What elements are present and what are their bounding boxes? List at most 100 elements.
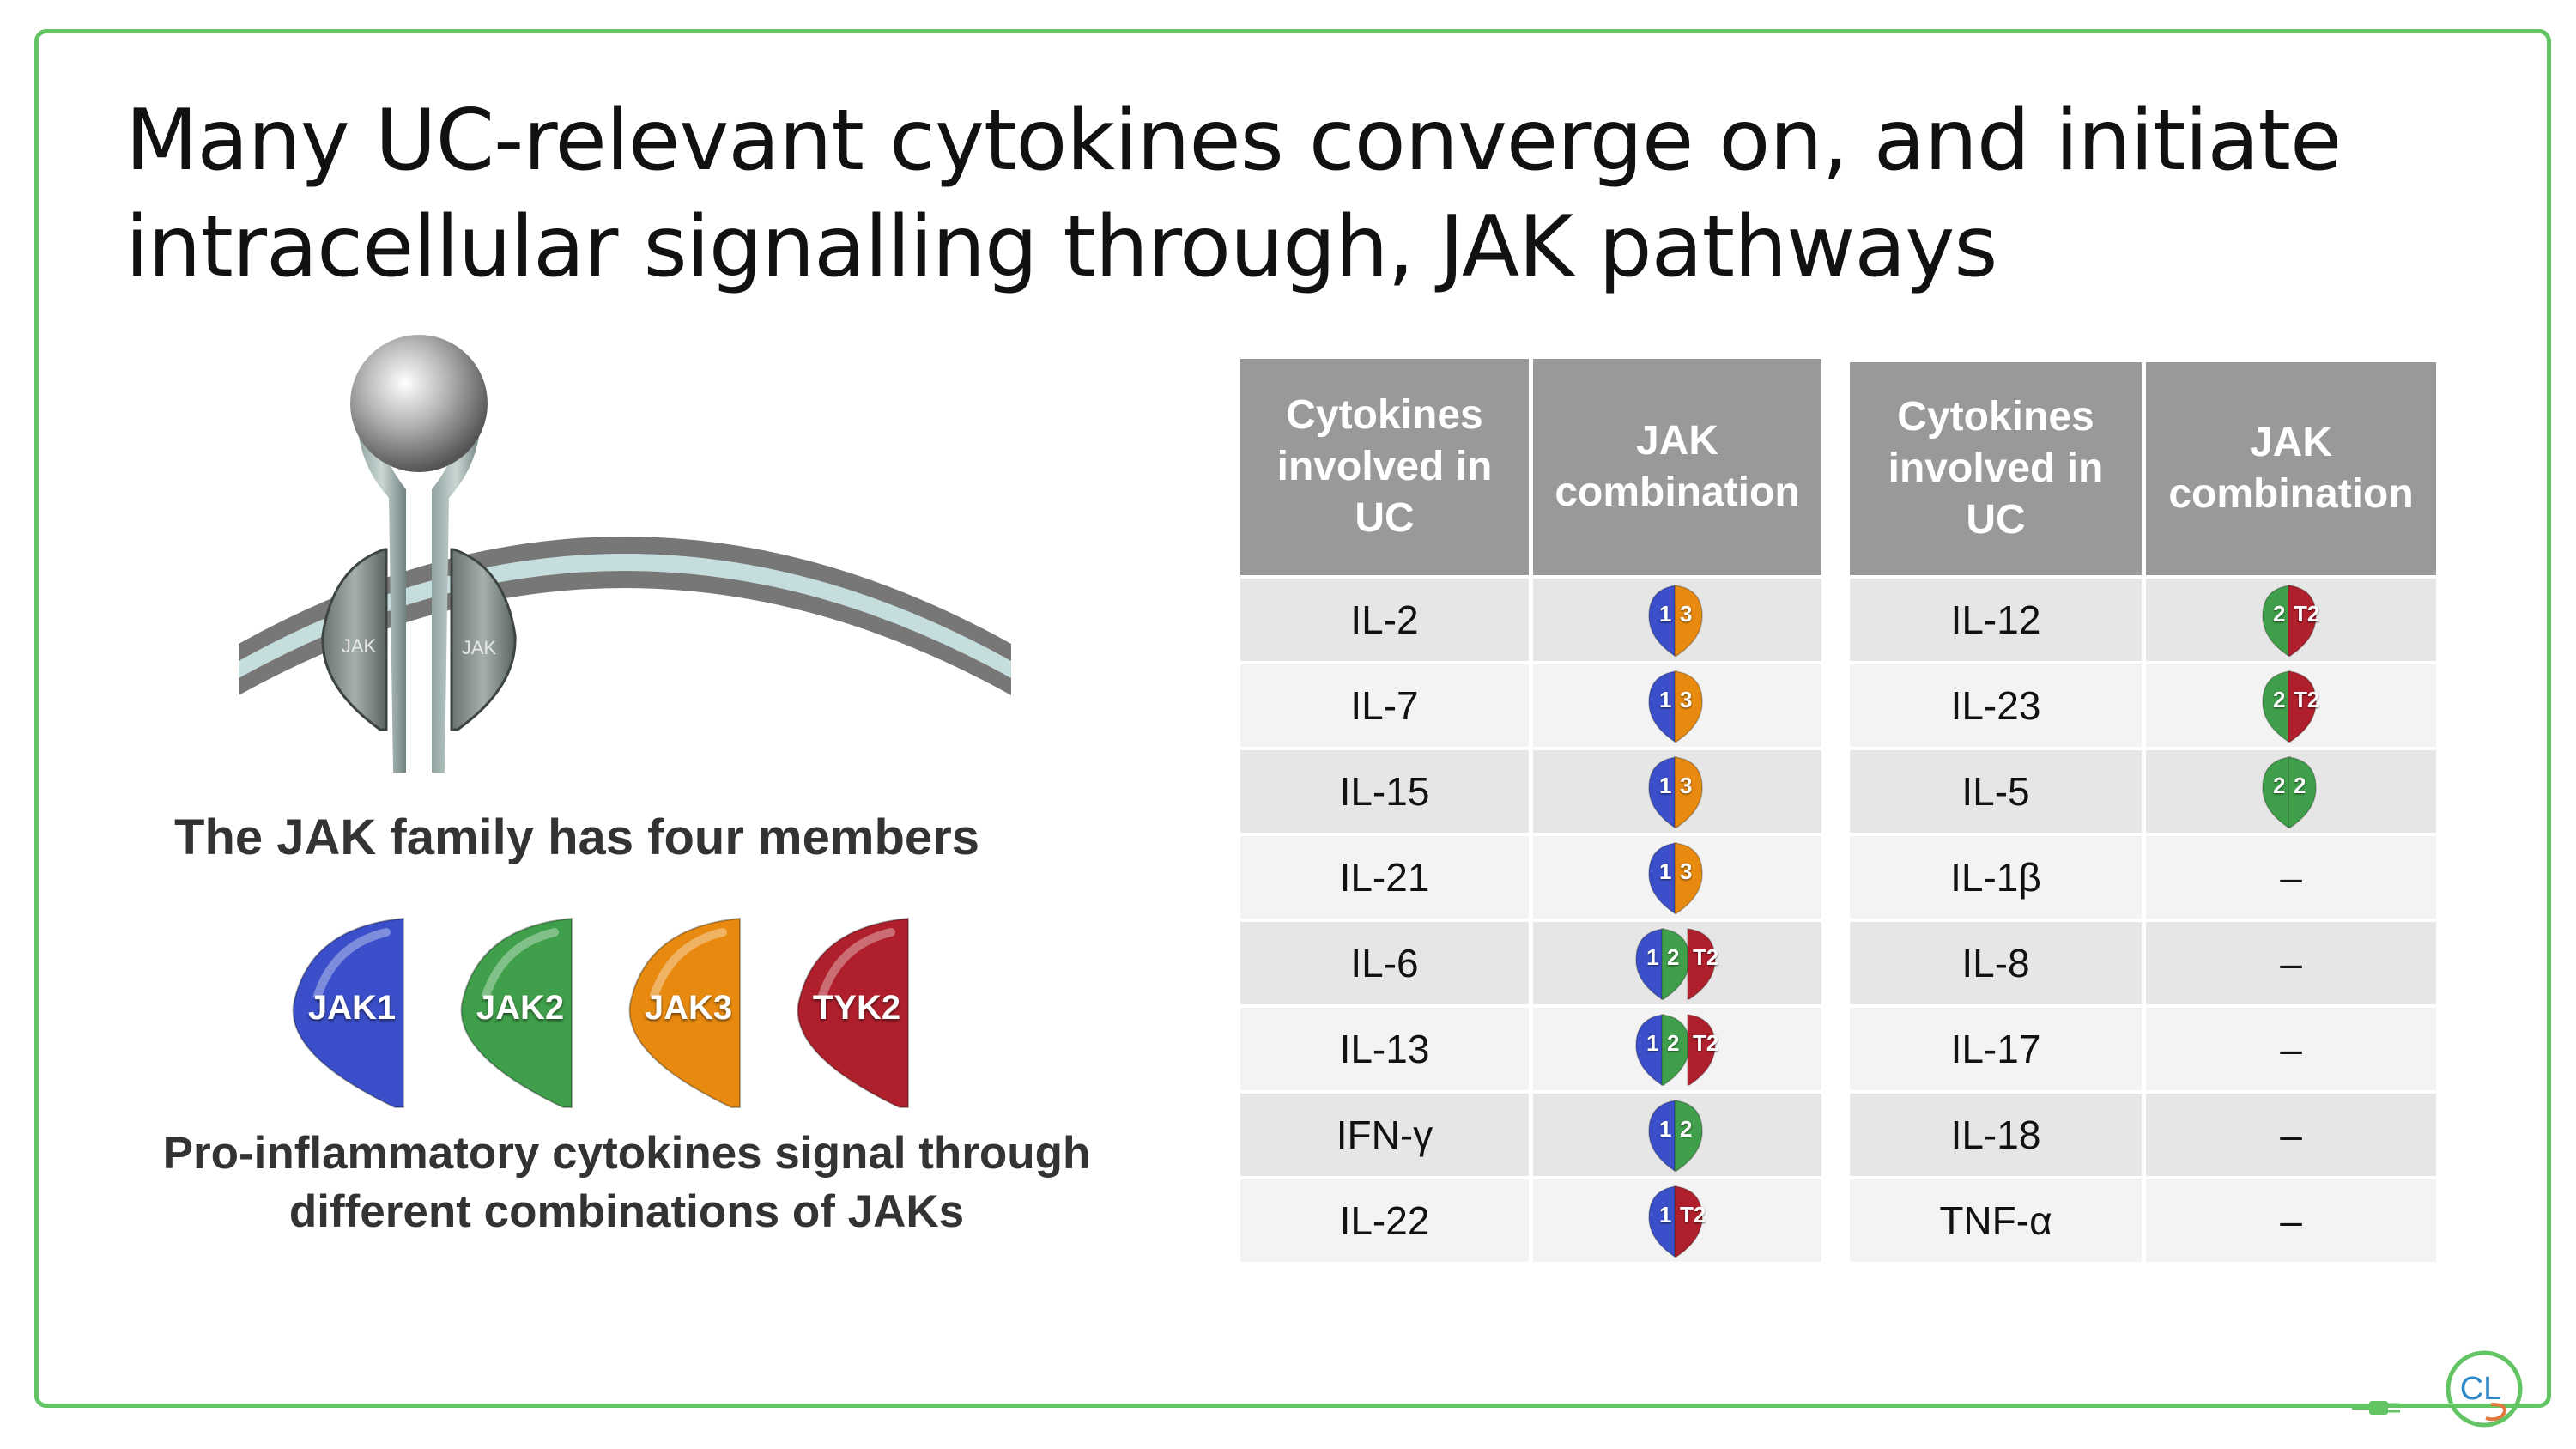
receptor-right-arm — [432, 395, 481, 773]
jak-combination-cell: 1 T2 — [1533, 1179, 1821, 1262]
header-jak-combination: JAK combination — [1533, 359, 1821, 575]
cytokine-cell: IL-6 — [1240, 922, 1529, 1004]
slide-title: Many UC-relevant cytokines converge on, … — [125, 92, 2342, 296]
jak-member-label: JAK3 — [644, 989, 733, 1027]
jak-half-shape — [1648, 1100, 1677, 1172]
jak-number-label: T2 — [1680, 1202, 1706, 1228]
table-row: IL-18– — [1850, 1094, 2436, 1176]
jak-half-shape — [1648, 585, 1677, 657]
table-row: TNF-α– — [1850, 1179, 2436, 1262]
jak-number-label: 1 — [1646, 944, 1659, 970]
jak-member-label: JAK1 — [307, 989, 397, 1027]
jak-member-label: JAK2 — [476, 989, 565, 1027]
jak-half-shape — [2262, 670, 2291, 743]
jak-half-shape — [2262, 756, 2291, 828]
plug-icon — [2352, 1401, 2400, 1415]
header-cytokines: Cytokines involved in UC — [1850, 362, 2142, 575]
jak-shape-icon — [292, 917, 404, 1108]
jak-number-label: 2 — [1680, 1116, 1693, 1142]
jak-combination-cell: – — [2146, 1179, 2436, 1262]
jak-half-shape — [1674, 585, 1703, 657]
jak-right-label: JAK — [462, 637, 497, 658]
header-cytokines: Cytokines involved in UC — [1240, 359, 1529, 575]
cytokine-cell: IL-5 — [1850, 750, 2142, 833]
pro-inflammatory-caption: Pro-inflammatory cytokines signal throug… — [86, 1125, 1167, 1241]
table-row: IL-8– — [1850, 922, 2436, 1004]
jak-combination-cell: – — [2146, 922, 2436, 1004]
jak-number-label: 2 — [2294, 773, 2306, 798]
jak-number-label: 2 — [2273, 687, 2286, 712]
jak-number-label: 3 — [1680, 773, 1693, 798]
jak-combination-cell: – — [2146, 1008, 2436, 1090]
jak-number-label: 1 — [1659, 687, 1672, 712]
cytokine-cell: IL-8 — [1850, 922, 2142, 1004]
jak-left-label: JAK — [342, 635, 377, 657]
pro-caption-line-1: Pro-inflammatory cytokines signal throug… — [162, 1128, 1091, 1179]
jak-half-shape — [2288, 756, 2317, 828]
jak-number-label: 3 — [1680, 858, 1693, 884]
jak-half-shape — [1674, 670, 1703, 743]
jak-half-shape — [1687, 928, 1716, 1000]
jak-half-shape — [2288, 670, 2317, 743]
jak-number-label: T2 — [2294, 601, 2320, 627]
jak-number-label: 1 — [1659, 1116, 1672, 1142]
jak-number-label: 1 — [1659, 1202, 1672, 1228]
cytokine-table-right: Cytokines involved in UC JAK combination… — [1846, 359, 2440, 1265]
jak-shape-icon — [628, 917, 741, 1108]
jak-half-shape — [1674, 756, 1703, 828]
table-row: IL-17– — [1850, 1008, 2436, 1090]
jak-number-label: T2 — [1693, 944, 1719, 970]
no-jak-dash: – — [2280, 855, 2302, 900]
cytokine-cell: IL-2 — [1240, 579, 1529, 661]
pro-caption-line-2: different combinations of JAKs — [288, 1186, 965, 1237]
jak-number-label: 3 — [1680, 687, 1693, 712]
jak-number-label: 1 — [1646, 1030, 1659, 1056]
cytokine-cell: IL-13 — [1240, 1008, 1529, 1090]
jak-right-shape — [450, 548, 517, 731]
jak-number-label: T2 — [1693, 1030, 1719, 1056]
jak-half-shape — [1635, 1014, 1664, 1086]
jak-half-shape — [1674, 1185, 1703, 1258]
cytokine-cell: IL-23 — [1850, 664, 2142, 747]
jak-half-shape — [1674, 1100, 1703, 1172]
jak-half-shape — [2288, 585, 2317, 657]
cytokine-ball — [350, 335, 488, 472]
cytokine-cell: IL-1β — [1850, 836, 2142, 919]
cytokine-cell: IL-22 — [1240, 1179, 1529, 1262]
jak-member-jak3: JAK3 — [620, 910, 757, 1116]
jak-left-shape — [321, 548, 388, 731]
cytokine-cell: IFN-γ — [1240, 1094, 1529, 1176]
slide-frame — [34, 29, 2551, 1408]
cytokine-cell: IL-15 — [1240, 750, 1529, 833]
cytokine-cell: IL-17 — [1850, 1008, 2142, 1090]
table-row: IL-1β – — [1850, 836, 2436, 919]
svg-text:CL: CL — [2460, 1371, 2502, 1407]
jak-member-jak1: JAK1 — [283, 910, 421, 1116]
